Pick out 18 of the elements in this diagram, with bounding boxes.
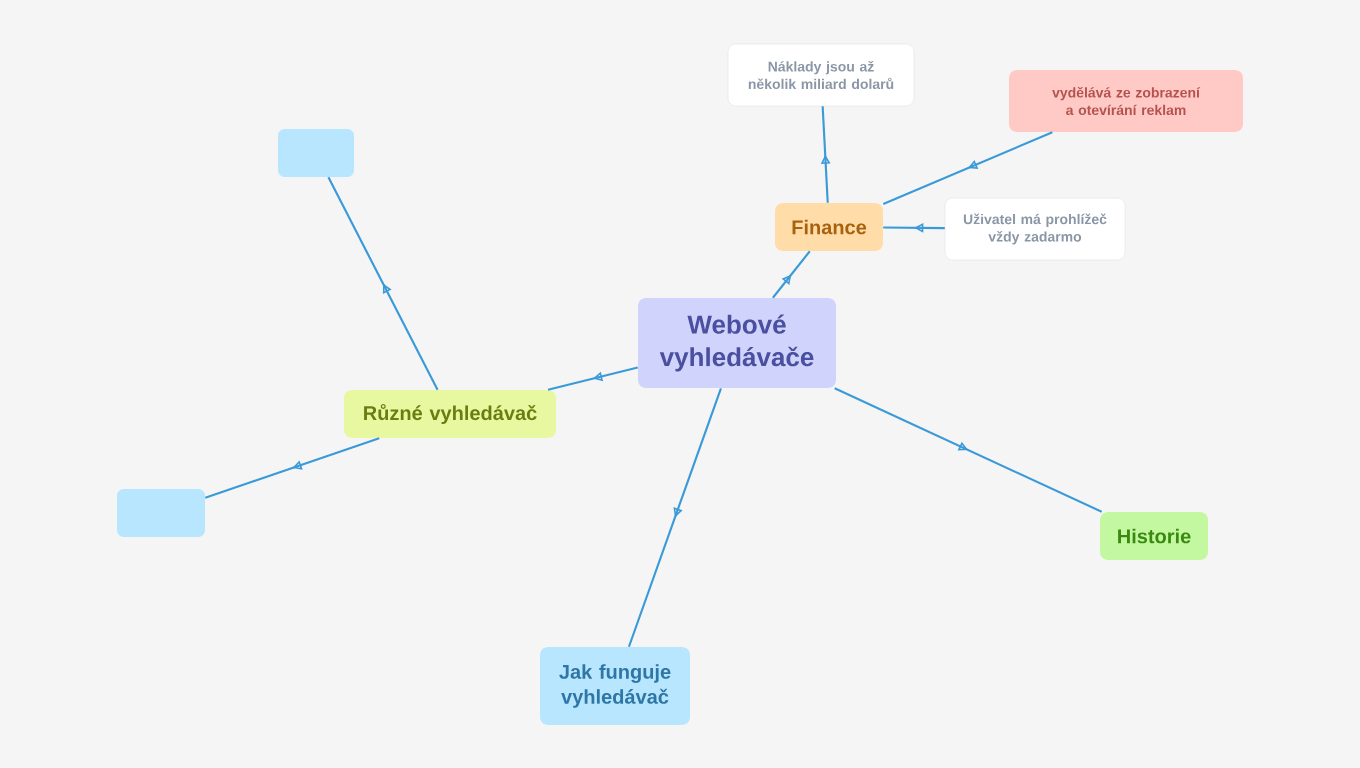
note-box: vydělává ze zobrazení a otevírání reklam <box>1009 70 1243 132</box>
connector-arrow <box>882 131 1053 205</box>
topic-box: Historie <box>1100 512 1208 560</box>
connector-arrow <box>772 250 811 299</box>
connector-arrow <box>834 387 1103 513</box>
note-box: Náklady jsou až několik miliard dolarů <box>727 43 915 107</box>
topic-box: Jak funguje vyhledávač <box>540 647 690 725</box>
topic-box <box>117 489 205 537</box>
connector-arrow <box>547 366 638 391</box>
connector-arrow <box>327 176 439 391</box>
connector-arrow <box>627 387 722 648</box>
note-box: Uživatel má prohlížeč vždy zadarmo <box>944 197 1126 261</box>
topic-box: Finance <box>775 203 883 251</box>
topic-box: Různé vyhledávač <box>344 390 556 438</box>
topic-box: Webové vyhledávače <box>638 298 836 388</box>
connector-arrow <box>883 223 945 233</box>
connector-arrow <box>204 437 380 499</box>
topic-box <box>278 129 354 177</box>
